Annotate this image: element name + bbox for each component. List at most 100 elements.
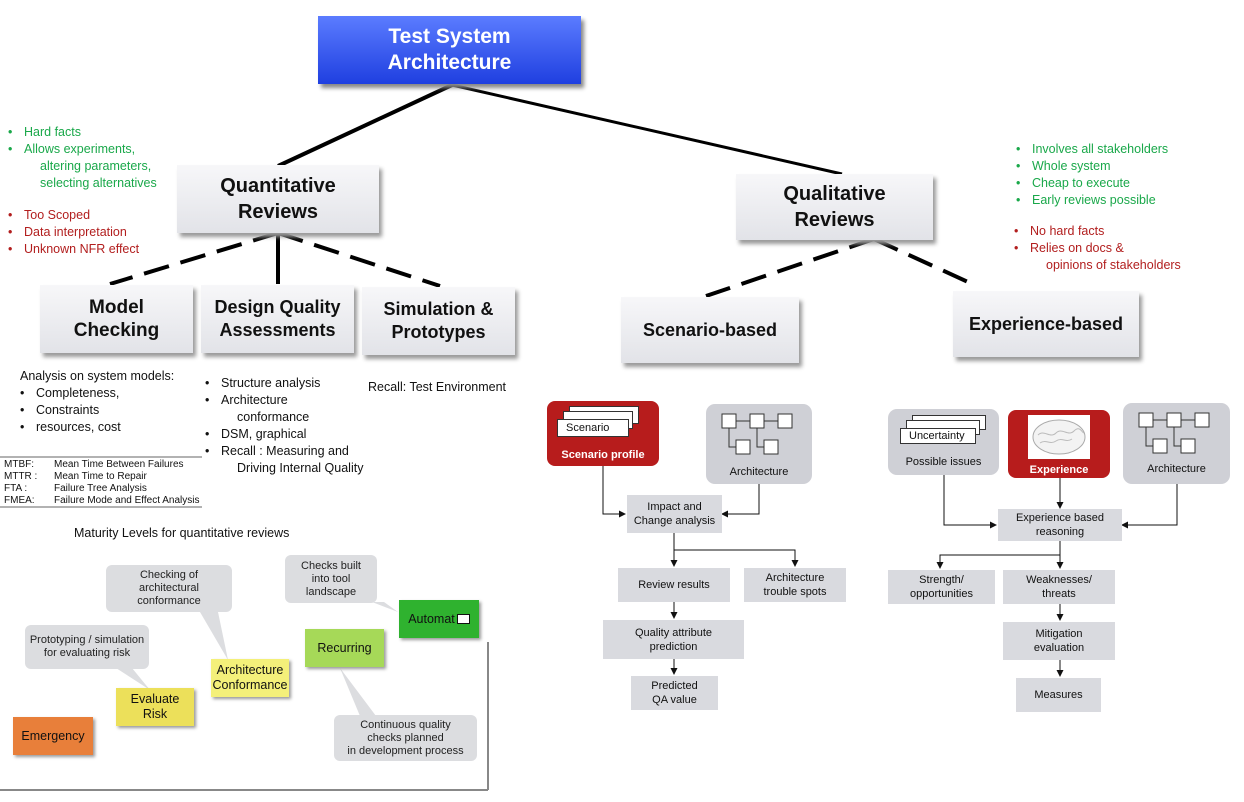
abbr: MTBF: — [4, 459, 34, 470]
experience-label: Experience — [1029, 464, 1089, 476]
simulation-note: Recall: Test Environment — [368, 380, 507, 394]
level-automated-label: Automat — [408, 611, 455, 626]
strength-opportunities: Strength/ opportunities — [888, 570, 995, 604]
abbr-full: Failure Mode and Effect Analysis — [54, 495, 200, 506]
callout-line: conformance — [137, 595, 201, 607]
abbr-full: Failure Tree Analysis — [54, 483, 147, 494]
qualitative-cons: No hard facts Relies on docs & opinions … — [1014, 223, 1181, 274]
callout-line: Checking of — [139, 569, 199, 581]
table-icon — [456, 614, 470, 624]
model-notes-heading: Analysis on system models: — [20, 369, 175, 383]
trouble-line: trouble spots — [763, 586, 827, 598]
level-line: Conformance — [212, 678, 288, 692]
abbreviation-row: FMEA: Failure Mode and Effect Analysis — [4, 495, 204, 507]
callout-line: into tool — [311, 572, 351, 585]
callout-line: architectural — [139, 582, 199, 594]
scenario-profile-label: Scenario profile — [561, 449, 645, 461]
abbreviation-row: MTBF: Mean Time Between Failures — [4, 459, 204, 471]
abbr-full: Mean Time to Repair — [54, 471, 147, 482]
trouble-line: Architecture — [765, 572, 825, 584]
abbreviation-row: FTA : Failure Tree Analysis — [4, 483, 204, 495]
level-automated: Automat — [399, 600, 479, 638]
predicted-qa-value: Predicted QA value — [631, 676, 718, 710]
architecture-icon — [1138, 412, 1210, 454]
con-item: Unknown NFR effect — [8, 241, 139, 258]
level-architecture-conformance: Architecture Conformance — [211, 659, 289, 697]
abbr-full: Mean Time Between Failures — [54, 459, 184, 470]
callout-line: for evaluating risk — [43, 647, 131, 659]
callout-checks-built: Checks built into tool landscape — [285, 555, 377, 603]
con-item: opinions of stakeholders — [1046, 258, 1181, 272]
architecture-icon — [721, 413, 793, 455]
abbreviation-list: MTBF: Mean Time Between Failures MTTR :Me… — [4, 459, 204, 507]
model-checking-node: Model Checking — [40, 285, 193, 353]
design-note-item: Structure analysis — [205, 375, 363, 392]
root-line1: Test System — [388, 25, 511, 48]
scenario-card: Scenario — [557, 419, 629, 437]
abbr: FMEA: — [4, 495, 35, 506]
weakness-line: Weaknesses/ — [1026, 574, 1092, 586]
root-node-test-system-architecture: Test System Architecture — [318, 16, 581, 84]
con-item: Too Scoped — [8, 207, 139, 224]
model-notes: Analysis on system models: Completeness,… — [20, 368, 174, 436]
callout-checking: Checking of architectural conformance — [106, 565, 232, 612]
quality-attribute-prediction: Quality attribute prediction — [603, 620, 744, 659]
quality-line: Quality attribute — [634, 626, 713, 639]
architecture-label: Architecture — [729, 466, 789, 478]
design-quality-line2: Assessments — [219, 320, 336, 340]
impact-line: Change analysis — [633, 515, 716, 527]
design-note-item: Architecture — [205, 392, 363, 409]
mitigation-evaluation: Mitigation evaluation — [1003, 622, 1115, 660]
simulation-line1: Simulation & — [383, 299, 494, 319]
architecture-tile-scenario: Architecture — [706, 404, 812, 484]
quantitative-cons: Too Scoped Data interpretation Unknown N… — [8, 207, 139, 258]
model-note-item: Constraints — [20, 402, 174, 419]
level-line: Evaluate — [130, 692, 180, 706]
design-notes: Structure analysis Architecture conforma… — [205, 375, 363, 477]
callout-line: Continuous quality — [360, 718, 451, 731]
qualitative-reviews-node: Qualitative Reviews — [736, 174, 933, 240]
predicted-line: QA value — [652, 694, 697, 706]
quantitative-title-line2: Reviews — [237, 201, 319, 223]
quantitative-title-line1: Quantitative — [220, 175, 336, 197]
simulation-line2: Prototypes — [391, 322, 486, 342]
level-line: Risk — [142, 707, 168, 721]
abbreviation-row: MTTR :Mean Time to Repair — [4, 471, 204, 483]
callout-line: Checks built — [301, 559, 361, 572]
simulation-node: Simulation & Prototypes — [362, 287, 515, 355]
model-note-item: Completeness, — [20, 385, 174, 402]
weakness-line: threats — [1042, 588, 1076, 600]
level-emergency: Emergency — [13, 717, 93, 755]
qualitative-title-line1: Qualitative — [783, 183, 886, 205]
pro-item: Hard facts — [8, 124, 157, 141]
pro-item: selecting alternatives — [40, 176, 157, 190]
level-evaluate-risk: Evaluate Risk — [116, 688, 194, 726]
impact-line: Impact and — [647, 501, 702, 513]
con-item: Data interpretation — [8, 224, 139, 241]
pro-item: Early reviews possible — [1016, 192, 1168, 209]
callout-line: in development process — [347, 744, 464, 757]
quantitative-reviews-node: Quantitative Reviews — [177, 165, 379, 233]
pro-item: Whole system — [1016, 158, 1168, 175]
pro-item: Cheap to execute — [1016, 175, 1168, 192]
level-line: Architecture — [216, 663, 284, 677]
predicted-line: Predicted — [651, 680, 698, 692]
uncertainty-card: Uncertainty — [900, 428, 976, 444]
design-quality-node: Design Quality Assessments — [201, 285, 354, 353]
model-checking-line1: Model — [89, 297, 144, 318]
pro-item: altering parameters, — [40, 159, 152, 173]
abbr: FTA : — [4, 483, 28, 494]
model-note-item: resources, cost — [20, 419, 174, 436]
strength-line: Strength/ — [919, 574, 964, 586]
pro-item: Involves all stakeholders — [1016, 141, 1168, 158]
strength-line: opportunities — [910, 588, 973, 600]
architecture-label: Architecture — [1147, 463, 1206, 475]
impact-change-analysis: Impact and Change analysis — [627, 495, 722, 533]
maturity-title: Maturity Levels for quantitative reviews — [74, 526, 290, 540]
architecture-tile-experience: Architecture — [1123, 403, 1230, 484]
possible-issues-tile: Uncertainty Possible issues — [888, 409, 999, 475]
design-note-item: Recall : Measuring and — [205, 443, 363, 460]
pro-item: Allows experiments, — [8, 141, 157, 158]
qualitative-title-line2: Reviews — [794, 209, 875, 231]
scenario-based-node: Scenario-based — [621, 297, 799, 363]
